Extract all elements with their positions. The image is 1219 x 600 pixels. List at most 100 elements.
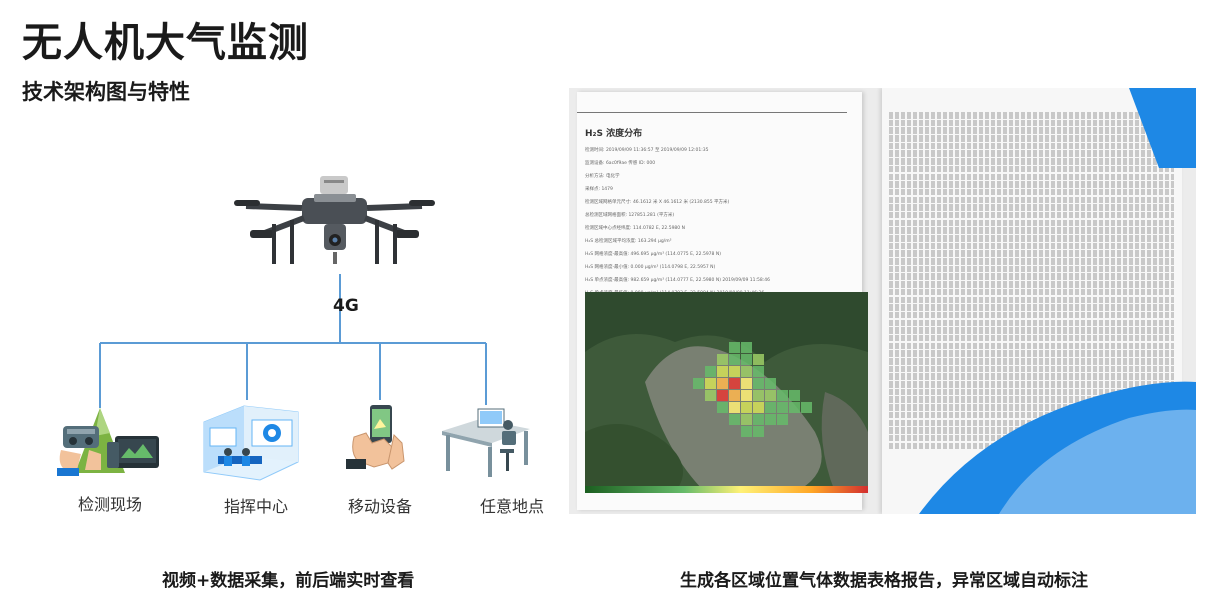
- heatmap-cell: [753, 366, 764, 377]
- report-page-map: H₂S 浓度分布 检测时间: 2019/09/09 11:36:57 至 201…: [577, 92, 868, 510]
- heatmap-cell: [741, 426, 752, 437]
- heatmap-cell: [765, 378, 776, 389]
- table-row: [889, 442, 1174, 450]
- table-row: [889, 211, 1174, 219]
- report-line: H₂S 总检测区域平均浓度: 163.294 μg/m³: [585, 239, 672, 244]
- heatmap-cell: [741, 390, 752, 401]
- heatmap-cell: [741, 414, 752, 425]
- table-row: [889, 381, 1174, 388]
- table-row: [889, 396, 1174, 403]
- table-row: [889, 334, 1174, 342]
- table-row: [889, 319, 1174, 327]
- heatmap-cell: [729, 366, 740, 377]
- heatmap-cell: [801, 402, 812, 413]
- heatmap-cell: [729, 342, 740, 353]
- table-row: [889, 388, 1174, 396]
- table-row: [889, 173, 1174, 180]
- table-row: [889, 419, 1174, 426]
- table-row: [889, 311, 1174, 319]
- table-row: [889, 258, 1174, 265]
- heatmap-cell: [753, 354, 764, 365]
- table-row: [889, 427, 1174, 434]
- report-line: 检测区域中心点经纬度: 114.0782 E, 22.5980 N: [585, 226, 685, 231]
- command-center-icon: [203, 405, 299, 481]
- report-line: H₂S 网格浓度-最小值: 0.000 μg/m³ (114.0798 E, 2…: [585, 265, 716, 270]
- table-row: [889, 365, 1174, 373]
- heatmap-cell: [777, 402, 788, 413]
- report-line: H₂S 单点浓度-最高值: 982.659 μg/m³ (114.0777 E,…: [585, 278, 770, 283]
- drone-icon: [234, 176, 435, 264]
- heatmap-cell: [717, 402, 728, 413]
- table-row: [889, 434, 1174, 442]
- heatmap-cell: [729, 390, 740, 401]
- satellite-heatmap: [585, 292, 868, 492]
- heatmap-cell: [729, 378, 740, 389]
- table-row: [889, 281, 1174, 288]
- report-line: 总检测区域网格面积: 127851.281 (平方米): [585, 213, 675, 218]
- caption-left: 视频+数据采集，前后端实时查看: [162, 571, 415, 591]
- heatmap-cell: [729, 414, 740, 425]
- table-row: [889, 373, 1174, 380]
- heatmap-cell: [705, 390, 716, 401]
- table-row: [889, 196, 1174, 204]
- heatmap-cell: [741, 366, 752, 377]
- heatmap-cell: [729, 354, 740, 365]
- table-row: [889, 273, 1174, 280]
- table-row: [889, 119, 1174, 127]
- report-info-lines: 检测时间: 2019/09/09 11:36:57 至 2019/09/09 1…: [585, 144, 855, 300]
- report-line: 检测时间: 2019/09/09 11:36:57 至 2019/09/09 1…: [585, 148, 709, 153]
- page-subtitle: 技术架构图与特性: [22, 80, 190, 104]
- table-row: [889, 265, 1174, 273]
- data-table: [889, 112, 1174, 450]
- table-row: [889, 327, 1174, 334]
- table-row: [889, 288, 1174, 296]
- heatmap-cell: [741, 354, 752, 365]
- heatmap-cell: [753, 414, 764, 425]
- caption-right: 生成各区域位置气体数据表格报告，异常区域自动标注: [680, 571, 1088, 591]
- node-label-field: 检测现场: [77, 495, 142, 514]
- heatmap-cell: [765, 390, 776, 401]
- table-row: [889, 135, 1174, 142]
- report-line: 检测区域网格单元尺寸: 46.1612 米 X 46.1612 米 (2130.…: [585, 200, 730, 205]
- table-row: [889, 142, 1174, 150]
- report-line: 监测设备: 6ac0f9ae 传感 ID: 000: [585, 161, 656, 166]
- heatmap-cell: [753, 378, 764, 389]
- table-row: [889, 158, 1174, 165]
- heatmap-cell: [765, 414, 776, 425]
- any-location-icon: [442, 408, 530, 477]
- heatmap-cell: [729, 402, 740, 413]
- heatmap-cell: [753, 426, 764, 437]
- color-scale-bar: [585, 486, 868, 493]
- table-row: [889, 165, 1174, 173]
- table-row: [889, 188, 1174, 196]
- field-inspection-icon: [57, 408, 159, 476]
- report-line: H₂S 网格浓度-最高值: 496.695 μg/m³ (114.0775 E,…: [585, 252, 721, 257]
- heatmap-cell: [777, 414, 788, 425]
- table-row: [889, 411, 1174, 419]
- table-row: [889, 150, 1174, 157]
- heatmap-cell: [741, 402, 752, 413]
- heatmap-cell: [753, 402, 764, 413]
- heatmap-cell: [741, 378, 752, 389]
- heatmap-cell: [789, 390, 800, 401]
- table-row: [889, 296, 1174, 303]
- heatmap-cell: [753, 390, 764, 401]
- table-row: [889, 342, 1174, 350]
- page-title: 无人机大气监测: [22, 20, 309, 66]
- table-row: [889, 358, 1174, 365]
- heatmap-cell: [741, 342, 752, 353]
- node-label-anywhere: 任意地点: [479, 497, 544, 516]
- heatmap-cell: [789, 402, 800, 413]
- heatmap-cell: [717, 390, 728, 401]
- heatmap-cell: [777, 390, 788, 401]
- table-row: [889, 219, 1174, 227]
- table-row: [889, 235, 1174, 242]
- report-line: 分析方法: 电化学: [585, 174, 620, 179]
- report-preview: H₂S 浓度分布 检测时间: 2019/09/09 11:36:57 至 201…: [569, 88, 1196, 514]
- table-row: [889, 112, 1174, 119]
- table-row: [889, 404, 1174, 411]
- table-row: [889, 304, 1174, 311]
- report-line: 采样点: 1479: [585, 187, 613, 192]
- table-row: [889, 204, 1174, 211]
- table-row: [889, 350, 1174, 357]
